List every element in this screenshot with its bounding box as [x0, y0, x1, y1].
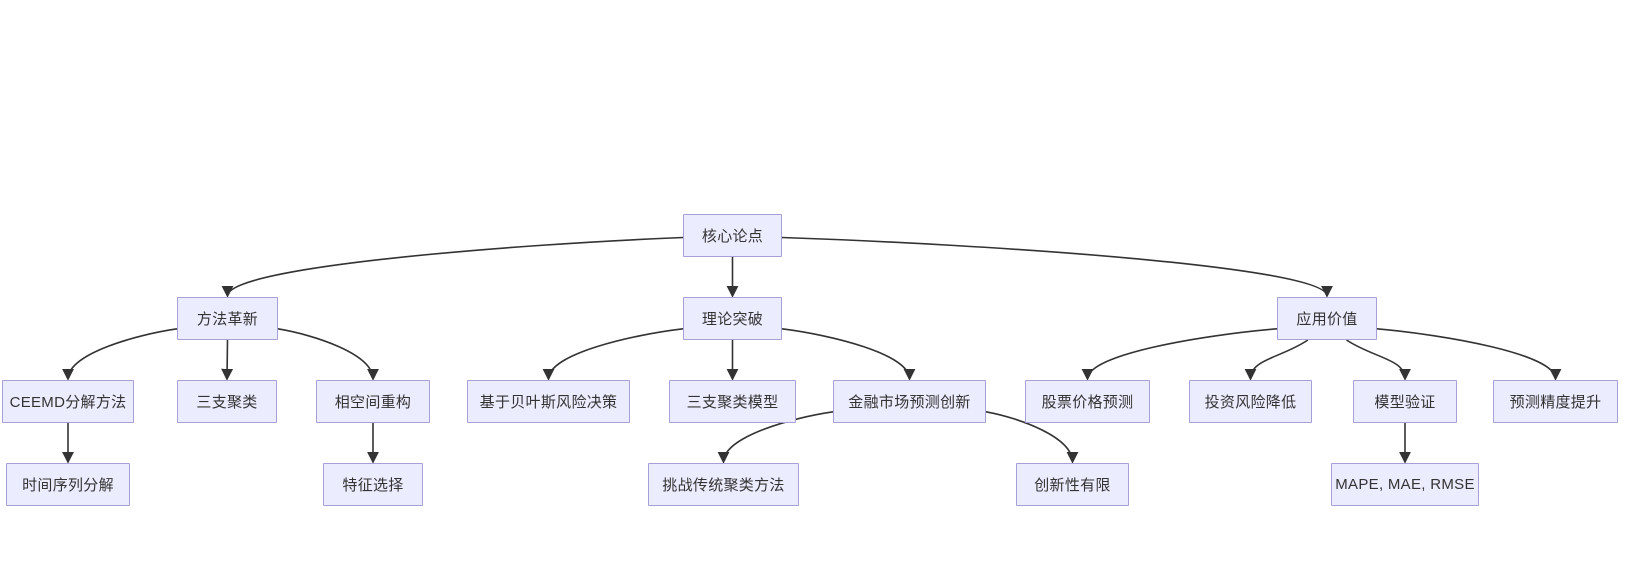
node-a4: 预测精度提升 — [1493, 380, 1618, 423]
node-m2: 三支聚类 — [177, 380, 277, 423]
edge-a-a2 — [1244, 339, 1309, 381]
node-t1: 基于贝叶斯风险决策 — [467, 380, 630, 423]
node-m1: CEEMD分解方法 — [2, 380, 134, 423]
edge-a-a4 — [1376, 328, 1562, 381]
edge-t-t3 — [781, 328, 916, 381]
node-t3c2: 创新性有限 — [1016, 463, 1129, 506]
node-m3: 相空间重构 — [316, 380, 430, 423]
node-root: 核心论点 — [683, 214, 782, 257]
edge-root-a — [781, 236, 1333, 298]
node-a3c: MAPE, MAE, RMSE — [1331, 463, 1479, 506]
node-a1: 股票价格预测 — [1025, 380, 1150, 423]
node-t: 理论突破 — [683, 297, 782, 340]
edge-t3-t3c1 — [717, 411, 834, 464]
edge-a-a3 — [1346, 339, 1411, 381]
edge-a-a1 — [1081, 328, 1278, 381]
node-t2: 三支聚类模型 — [669, 380, 796, 423]
edge-m-m2 — [221, 339, 234, 381]
node-m3c: 特征选择 — [323, 463, 423, 506]
edge-t-t1 — [542, 328, 684, 381]
node-t3c1: 挑战传统聚类方法 — [648, 463, 799, 506]
node-a2: 投资风险降低 — [1189, 380, 1312, 423]
node-t3: 金融市场预测创新 — [833, 380, 986, 423]
node-m1c: 时间序列分解 — [6, 463, 130, 506]
edge-m-m1 — [62, 328, 178, 381]
edge-t3-t3c2 — [985, 411, 1079, 464]
node-a3: 模型验证 — [1353, 380, 1457, 423]
edge-m-m3 — [277, 328, 379, 381]
edge-root-m — [221, 236, 684, 298]
node-a: 应用价值 — [1277, 297, 1377, 340]
node-m: 方法革新 — [177, 297, 278, 340]
